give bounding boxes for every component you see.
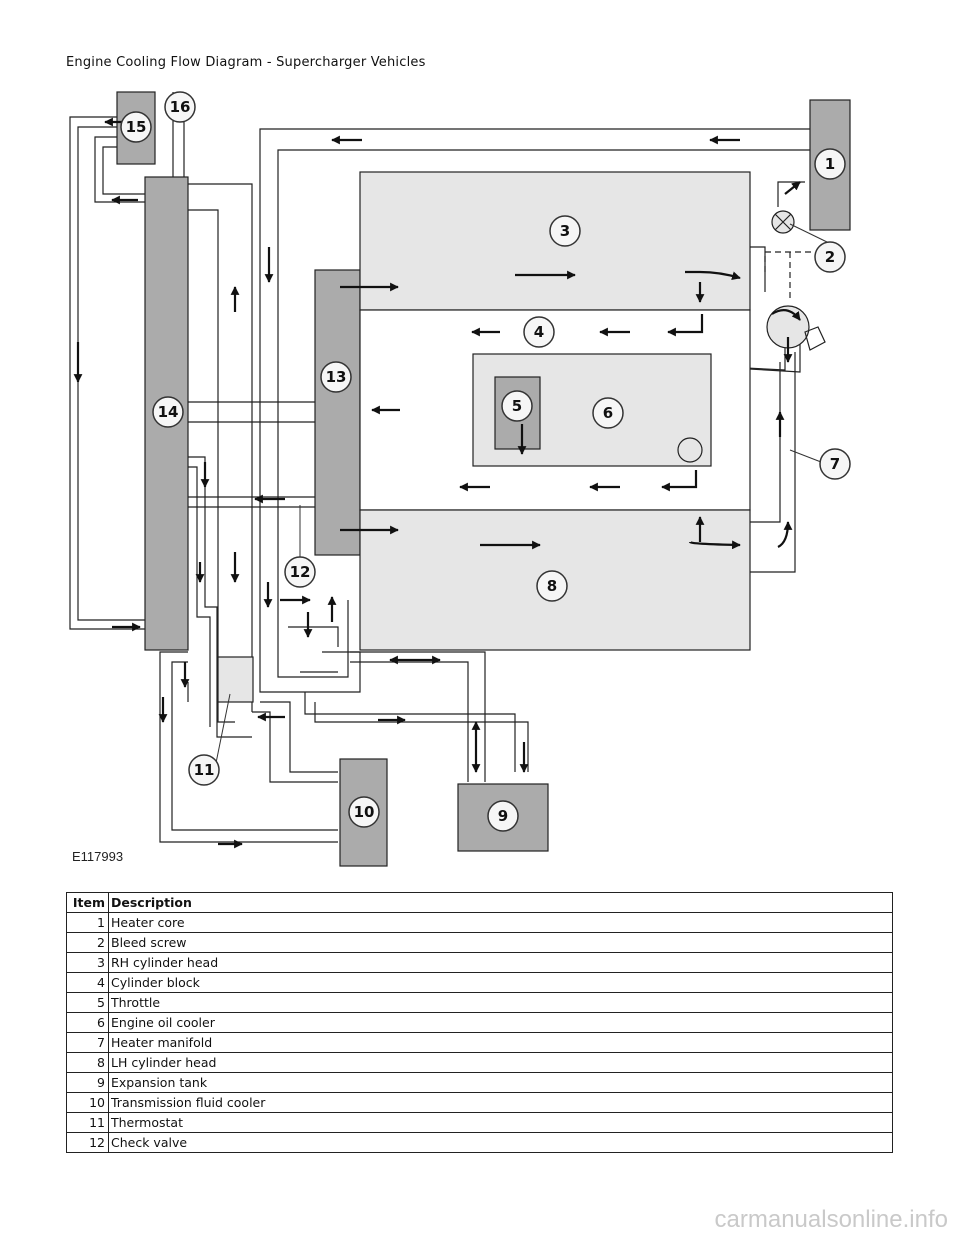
callout-16: 16 xyxy=(164,91,196,123)
callout-5: 5 xyxy=(501,390,533,422)
item-number: 9 xyxy=(66,1072,109,1093)
item-description: Expansion tank xyxy=(108,1072,893,1093)
column-header-item: Item xyxy=(66,892,109,913)
callout-11: 11 xyxy=(188,754,220,786)
callout-9: 9 xyxy=(487,800,519,832)
callout-label: 8 xyxy=(547,577,557,595)
item-description: Heater core xyxy=(108,912,893,933)
callout-label: 3 xyxy=(560,222,570,240)
watermark: carmanualsonline.info xyxy=(714,1206,948,1233)
callout-2: 2 xyxy=(814,241,846,273)
item-number: 8 xyxy=(66,1052,109,1073)
item-number: 6 xyxy=(66,1012,109,1033)
item-number: 7 xyxy=(66,1032,109,1053)
flow-arrows xyxy=(73,117,801,849)
cooling-flow-diagram: 1 2 3 4 5 6 7 8 9 10 11 12 13 14 15 16 xyxy=(69,91,851,867)
item-description: Thermostat xyxy=(108,1112,893,1133)
item-number: 3 xyxy=(66,952,109,973)
item-number: 11 xyxy=(66,1112,109,1133)
callout-label: 2 xyxy=(825,248,835,266)
item-description: Heater manifold xyxy=(108,1032,893,1053)
callout-label: 6 xyxy=(603,404,613,422)
table-header-row: Item Description xyxy=(66,892,893,913)
callout-leaders xyxy=(215,223,828,764)
callout-14: 14 xyxy=(152,396,184,428)
callout-10: 10 xyxy=(348,796,380,828)
callout-8: 8 xyxy=(536,570,568,602)
item-description: Transmission fluid cooler xyxy=(108,1092,893,1113)
callout-label: 13 xyxy=(326,368,347,386)
callout-1: 1 xyxy=(814,148,846,180)
page-title: Engine Cooling Flow Diagram - Supercharg… xyxy=(66,55,426,70)
callout-15: 15 xyxy=(120,111,152,143)
components xyxy=(116,91,851,867)
callout-label: 9 xyxy=(498,807,508,825)
callout-7: 7 xyxy=(819,448,851,480)
callout-12: 12 xyxy=(284,556,316,588)
callout-3: 3 xyxy=(549,215,581,247)
item-description: Throttle xyxy=(108,992,893,1013)
item-description: LH cylinder head xyxy=(108,1052,893,1073)
oil-cooler-port xyxy=(677,437,703,463)
callout-label: 4 xyxy=(534,323,544,341)
callout-label: 1 xyxy=(825,155,835,173)
callout-label: 12 xyxy=(290,563,311,581)
figure-id: E117993 xyxy=(72,849,124,864)
thermostat-housing xyxy=(217,656,254,703)
callout-label: 15 xyxy=(126,118,147,136)
item-description: Cylinder block xyxy=(108,972,893,993)
item-description: Check valve xyxy=(108,1132,893,1153)
callout-label: 16 xyxy=(170,98,191,116)
block-13 xyxy=(314,269,361,556)
item-number: 5 xyxy=(66,992,109,1013)
item-number: 4 xyxy=(66,972,109,993)
item-number: 1 xyxy=(66,912,109,933)
callout-label: 5 xyxy=(512,397,522,415)
callout-label: 11 xyxy=(194,761,215,779)
item-number: 2 xyxy=(66,932,109,953)
callout-4: 4 xyxy=(523,316,555,348)
item-description: Bleed screw xyxy=(108,932,893,953)
item-description: RH cylinder head xyxy=(108,952,893,973)
callout-13: 13 xyxy=(320,361,352,393)
callout-label: 7 xyxy=(830,455,840,473)
item-number: 12 xyxy=(66,1132,109,1153)
column-header-description: Description xyxy=(108,892,893,913)
item-number: 10 xyxy=(66,1092,109,1113)
callout-label: 10 xyxy=(354,803,375,821)
callout-6: 6 xyxy=(592,397,624,429)
item-description: Engine oil cooler xyxy=(108,1012,893,1033)
callout-label: 14 xyxy=(158,403,179,421)
